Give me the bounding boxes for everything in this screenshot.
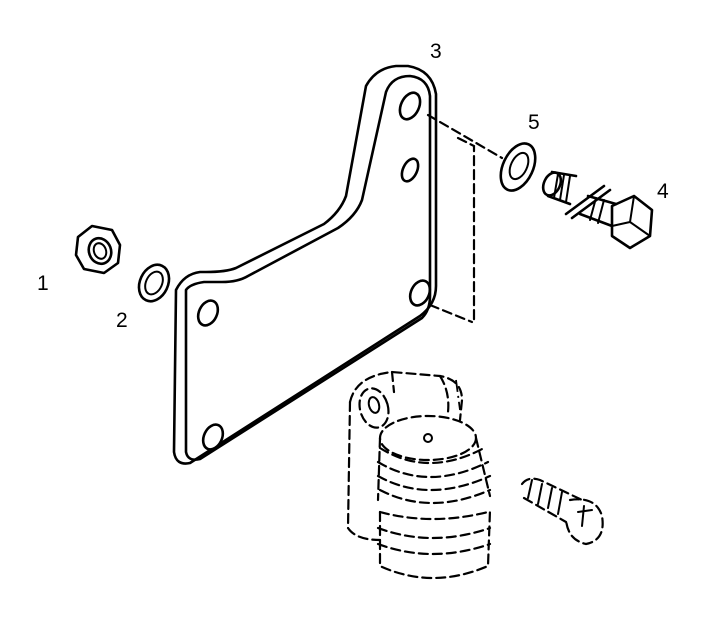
callout-labels: 1 2 3 4 5	[37, 40, 669, 332]
callout-1: 1	[37, 272, 49, 295]
callout-4: 4	[657, 180, 669, 203]
callout-3: 3	[430, 40, 442, 63]
bolt	[541, 170, 654, 250]
hex-nut	[74, 224, 122, 275]
callout-5: 5	[528, 111, 540, 134]
alignment-lines	[426, 113, 504, 324]
mount-bolt-phantom	[520, 477, 604, 546]
washer-right	[499, 142, 537, 192]
callout-2: 2	[116, 309, 128, 332]
bracket-plate	[172, 64, 438, 465]
engine-mount-phantom	[346, 370, 492, 580]
washer-left	[137, 263, 171, 303]
